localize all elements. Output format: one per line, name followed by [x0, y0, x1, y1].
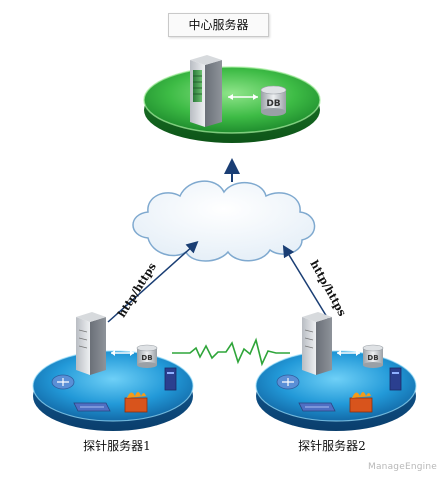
central-server-platform	[143, 66, 321, 143]
probe-1-db-label: DB	[141, 354, 152, 362]
left-http-link	[107, 240, 199, 323]
central-db-icon	[260, 85, 287, 116]
watermark: ManageEngine	[368, 462, 437, 472]
internet-cloud	[132, 180, 316, 262]
central-server-title: 中心服务器	[168, 13, 269, 37]
central-link-arrow-icon	[228, 94, 258, 100]
probe-1-server-icon	[76, 312, 106, 375]
probe-1-firewall-icon	[124, 392, 148, 413]
probe-1-switch-icon	[73, 402, 111, 412]
probe-2-db-icon	[362, 344, 384, 368]
probe-server-2-label: 探针服务器2	[298, 439, 366, 453]
probe-2-router-icon	[276, 374, 300, 390]
central-db-label: DB	[266, 99, 280, 109]
probe-2-link-arrow-icon	[337, 350, 360, 356]
right-http-link	[282, 244, 331, 323]
probe-2-device-icon	[389, 367, 402, 391]
left-link-label: http/https	[115, 260, 159, 319]
heartbeat-line	[172, 337, 290, 367]
probe-2-switch-icon	[298, 402, 336, 412]
probe-1-router-icon	[51, 374, 75, 390]
probe-1-device-icon	[164, 367, 177, 391]
probe-platform-1	[32, 350, 194, 431]
probe-2-firewall-icon	[349, 392, 373, 413]
probe-1-db-icon	[136, 344, 158, 368]
probe-2-server-icon	[302, 312, 332, 375]
right-link-label: http/https	[307, 258, 348, 318]
probe-platform-2	[255, 350, 417, 431]
probe-2-db-label: DB	[367, 354, 378, 362]
central-server-icon	[190, 55, 222, 127]
probe-1-link-arrow-icon	[111, 350, 134, 356]
probe-server-1-label: 探针服务器1	[83, 439, 151, 453]
